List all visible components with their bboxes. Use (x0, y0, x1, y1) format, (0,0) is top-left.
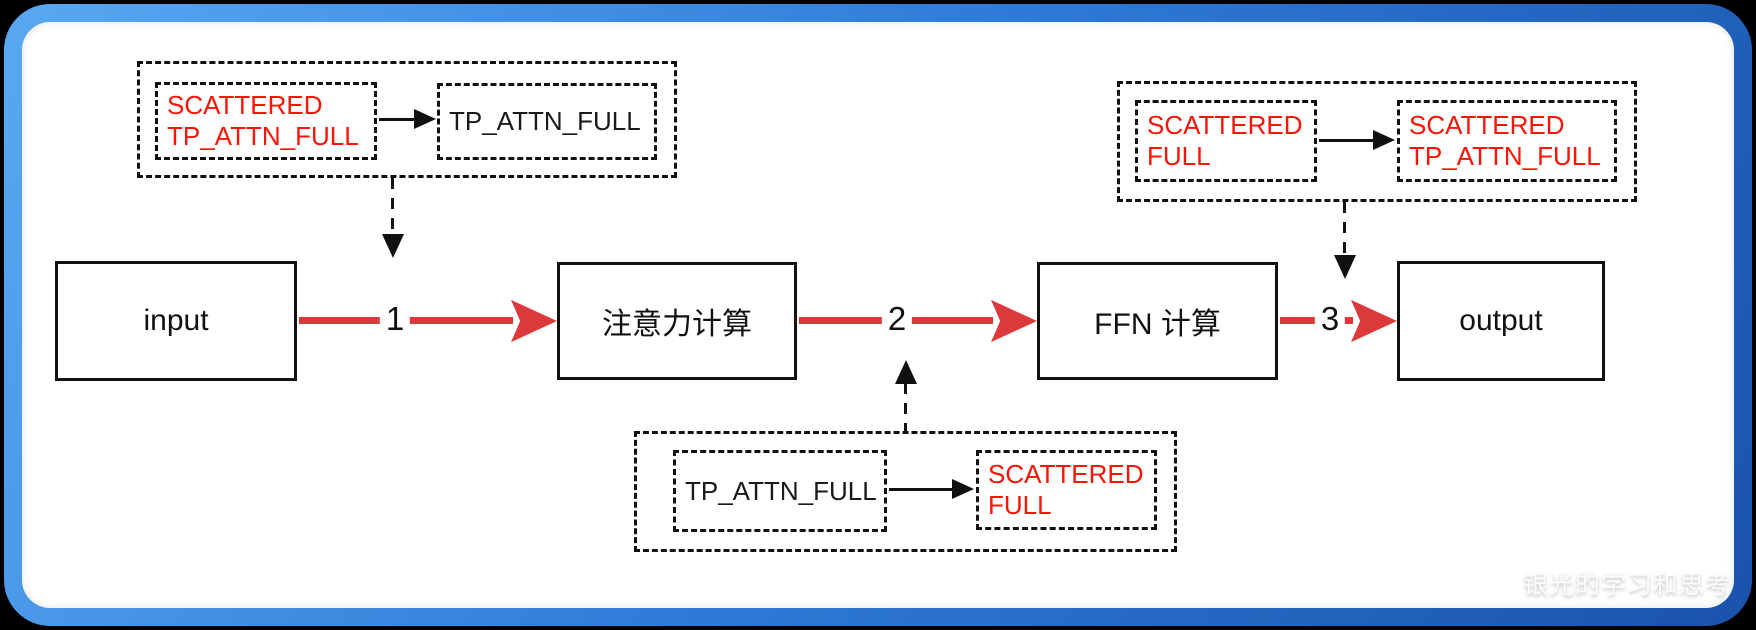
annotation-step3-target-box: SCATTERED TP_ATTN_FULL (1397, 100, 1617, 182)
annotation-step2-connector-line (904, 383, 907, 431)
annotation-step3-connector-arrow-icon (1334, 255, 1356, 279)
annotation-step1-group (137, 61, 677, 178)
annotation-step3-target-line1: SCATTERED (1409, 110, 1565, 140)
annotation-step3-source-box: SCATTERED FULL (1135, 100, 1317, 182)
watermark: 银光的学习和思考 (1523, 571, 1732, 599)
annotation-step3-connector-line (1343, 202, 1346, 256)
annotation-step3-target-line2: TP_ATTN_FULL (1409, 141, 1601, 171)
annotation-step2-connector-arrow-icon (895, 360, 917, 384)
annotation-step2-arrow-head-icon (952, 479, 974, 499)
annotation-step2-source-box: TP_ATTN_FULL (673, 450, 887, 532)
annotation-step1-source-box: SCATTERED TP_ATTN_FULL (155, 82, 377, 160)
node-input-label: input (143, 304, 209, 337)
annotation-step1-target-line1: TP_ATTN_FULL (449, 106, 641, 136)
annotation-step3-arrow-head-icon (1373, 130, 1395, 150)
node-ffn-label: FFN 计算 (1094, 308, 1221, 341)
annotation-step3-source-line1: SCATTERED (1147, 110, 1303, 140)
node-output: output (1397, 261, 1605, 381)
annotation-step2-target-box: SCATTERED FULL (976, 450, 1157, 530)
node-output-label: output (1459, 304, 1543, 337)
annotation-step1-connector-line (391, 178, 394, 235)
annotation-step2-group (634, 431, 1177, 552)
annotation-step3-source-line2: FULL (1147, 141, 1211, 171)
annotation-step3-arrow-line (1319, 139, 1375, 142)
annotation-step2-target-line2: FULL (988, 490, 1052, 520)
annotation-step2-source-line1: TP_ATTN_FULL (685, 475, 877, 506)
annotation-step1-source-line1: SCATTERED (167, 90, 323, 120)
annotation-step2-arrow-line (889, 488, 954, 491)
node-attention-label: 注意力计算 (602, 308, 752, 341)
step-label-2: 2 (881, 297, 913, 341)
annotation-step1-arrow-line (379, 118, 415, 121)
annotation-step3-group (1117, 81, 1637, 202)
annotation-step2-target-line1: SCATTERED (988, 459, 1144, 489)
annotation-step1-connector-arrow-icon (382, 234, 404, 258)
node-ffn: FFN 计算 (1037, 262, 1278, 380)
step-label-1: 1 (379, 297, 411, 341)
step-label-3: 3 (1314, 297, 1346, 341)
annotation-step1-target-box: TP_ATTN_FULL (437, 83, 657, 160)
annotation-step1-arrow-head-icon (414, 109, 436, 129)
node-attention: 注意力计算 (557, 262, 797, 380)
node-input: input (55, 261, 297, 381)
annotation-step1-source-line2: TP_ATTN_FULL (167, 121, 359, 151)
